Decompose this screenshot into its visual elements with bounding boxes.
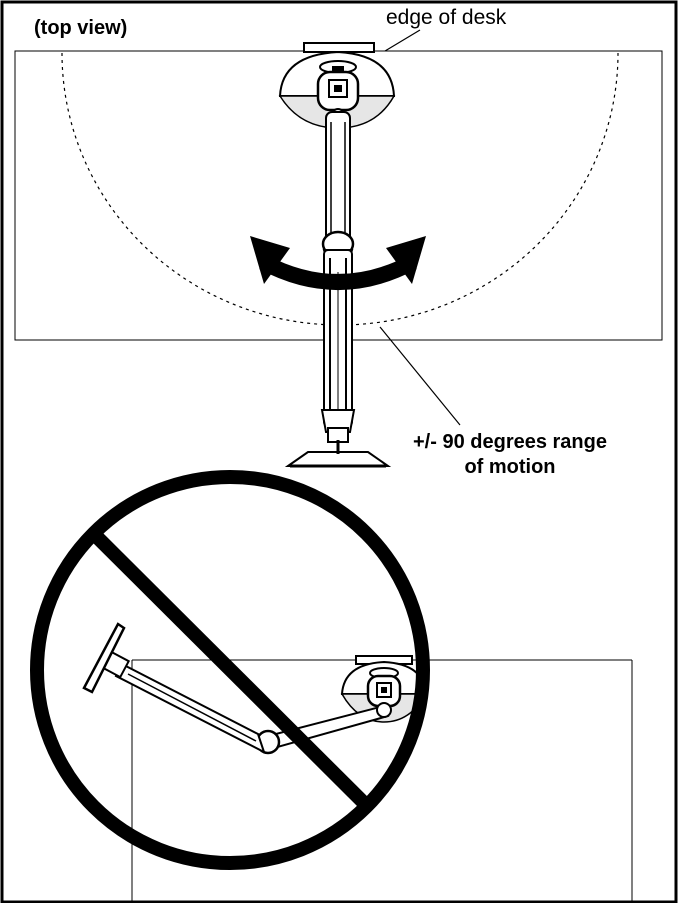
correct-setup bbox=[14, 29, 663, 468]
desk-clamp-2 bbox=[340, 655, 428, 723]
view-label: (top view) bbox=[34, 17, 128, 39]
incorrect-setup bbox=[30, 470, 633, 903]
double-arrow-icon bbox=[250, 236, 426, 290]
range-label-line2: of motion bbox=[464, 456, 556, 478]
range-label-line1: +/- 90 degrees range bbox=[413, 431, 607, 453]
range-leader bbox=[379, 326, 461, 426]
monitor-plate bbox=[284, 440, 392, 468]
desk-edge-label: edge of desk bbox=[386, 6, 507, 29]
range-of-motion-label: +/- 90 degrees range of motion bbox=[413, 430, 607, 480]
range-arc bbox=[61, 52, 619, 326]
desk-edge-leader bbox=[384, 29, 421, 52]
no-symbol-icon bbox=[30, 470, 430, 870]
arm-segment-upper bbox=[325, 111, 351, 243]
